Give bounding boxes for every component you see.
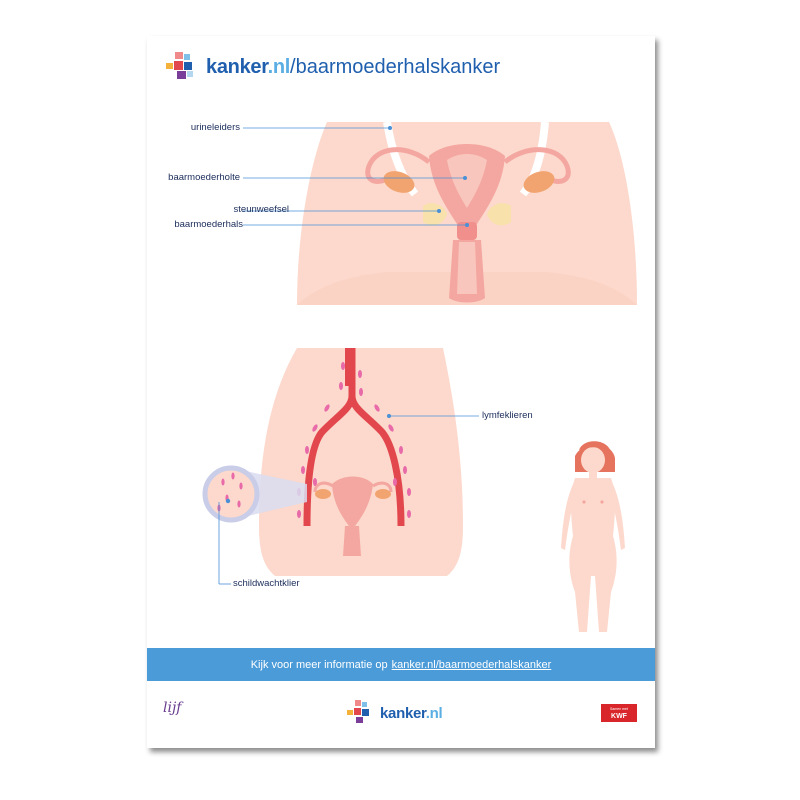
- label-baarmoederhals: baarmoederhals: [174, 219, 243, 230]
- pelvis-illustration: [297, 122, 637, 305]
- label-urineleiders: urineleiders: [190, 122, 240, 133]
- kanker-logo-icon: [163, 52, 203, 82]
- kanker-footer-logo: kanker.nl: [345, 700, 443, 726]
- woman-figure: [561, 441, 625, 632]
- poster-page: kanker.nl /baarmoederhalskanker: [147, 36, 655, 748]
- kwf-logo-text: KWF: [611, 713, 627, 720]
- header: kanker.nl /baarmoederhalskanker: [163, 52, 500, 82]
- label-baarmoederholte: baarmoederholte: [168, 172, 240, 183]
- lijf-logo-text: lijf: [163, 700, 182, 716]
- kwf-logo-small-text: Samen met: [610, 707, 628, 711]
- lymph-illustration: [202, 348, 463, 576]
- banner-link[interactable]: kanker.nl/baarmoederhalskanker: [391, 658, 552, 671]
- anatomy-diagram: [202, 122, 637, 632]
- kanker-footer-text: kanker.nl: [380, 704, 443, 722]
- middle-leader-lines: [218, 414, 479, 585]
- page-topic: /baarmoederhalskanker: [290, 55, 501, 78]
- brand-name: kanker.nl: [206, 55, 291, 78]
- kanker-footer-logo-icon: [345, 700, 377, 726]
- label-lymfeklieren: lymfeklieren: [482, 410, 533, 421]
- banner-text: Kijk voor meer informatie op: [250, 658, 388, 671]
- lijf-logo: lijf: [163, 700, 181, 716]
- info-banner: Kijk voor meer informatie op kanker.nl/b…: [147, 648, 655, 681]
- top-leader-lines: [243, 126, 469, 227]
- label-schildwachtklier: schildwachtklier: [233, 578, 300, 589]
- kwf-logo: Samen met KWF: [601, 704, 637, 722]
- label-steunweefsel: steunweefsel: [233, 204, 289, 215]
